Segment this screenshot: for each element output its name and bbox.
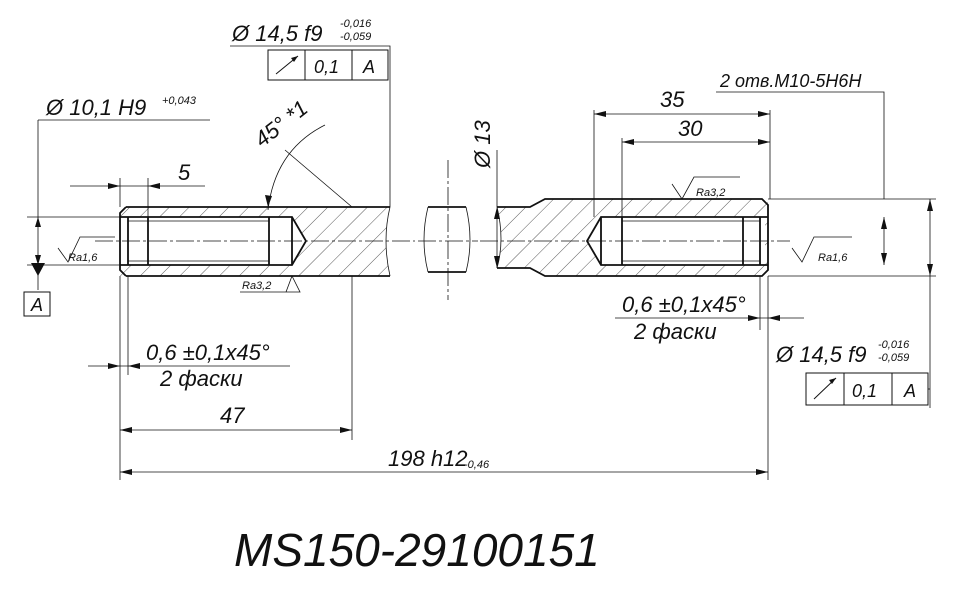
shaft-right-tol-lower: -0,059 <box>878 352 909 364</box>
frame-top-datum: A <box>362 57 375 77</box>
datum-label: A <box>30 295 43 315</box>
angle-label: 45° *1 <box>250 95 313 152</box>
left-hole-roughness: Ra3,2 <box>242 280 271 292</box>
shaft-right-dim: Ø 14,5 f9 <box>775 342 867 367</box>
bore-left-dim: Ø 10,1 H9 <box>45 95 146 120</box>
right-top-roughness: Ra3,2 <box>696 187 725 199</box>
left-length: 47 <box>220 403 245 428</box>
frame-right-datum: A <box>903 381 916 401</box>
chamfer-right-2: 2 фаски <box>633 319 717 344</box>
middle-fragment <box>418 160 478 300</box>
shaft-top-tol-upper: -0,016 <box>340 18 372 30</box>
frame-right-tolerance: 0,1 <box>852 381 877 401</box>
right-part <box>480 198 790 277</box>
right-35: 35 <box>660 87 685 112</box>
overall-length: 198 h12 <box>388 446 468 471</box>
frame-top-tolerance: 0,1 <box>314 57 339 77</box>
chamfer-left-2: 2 фаски <box>159 366 243 391</box>
labels: Ø 14,5 f9 -0,016 -0,059 0,1 A Ø 10,1 H9 … <box>30 18 916 576</box>
part-number: MS150-29100151 <box>234 524 600 576</box>
dimension-lines <box>23 45 936 480</box>
shaft-right-tol-upper: -0,016 <box>878 339 910 351</box>
shaft-top-tol-lower: -0,059 <box>340 31 371 43</box>
chamfer-left-1: 0,6 ±0,1x45° <box>146 340 270 365</box>
right-end-roughness: Ra1,6 <box>818 252 848 264</box>
shaft-top-dim: Ø 14,5 f9 <box>231 21 323 46</box>
bore-left-tol: +0,043 <box>162 95 197 107</box>
overall-tol: -0,46 <box>464 459 490 471</box>
left-end-roughness: Ra1,6 <box>68 252 98 264</box>
holes-label: 2 отв.M10-5H6H <box>719 71 862 91</box>
neck-dia: Ø 13 <box>470 120 495 169</box>
chamfer-right-1: 0,6 ±0,1x45° <box>622 292 746 317</box>
left-depth: 5 <box>178 160 191 185</box>
right-30: 30 <box>678 116 703 141</box>
left-part <box>95 206 415 277</box>
